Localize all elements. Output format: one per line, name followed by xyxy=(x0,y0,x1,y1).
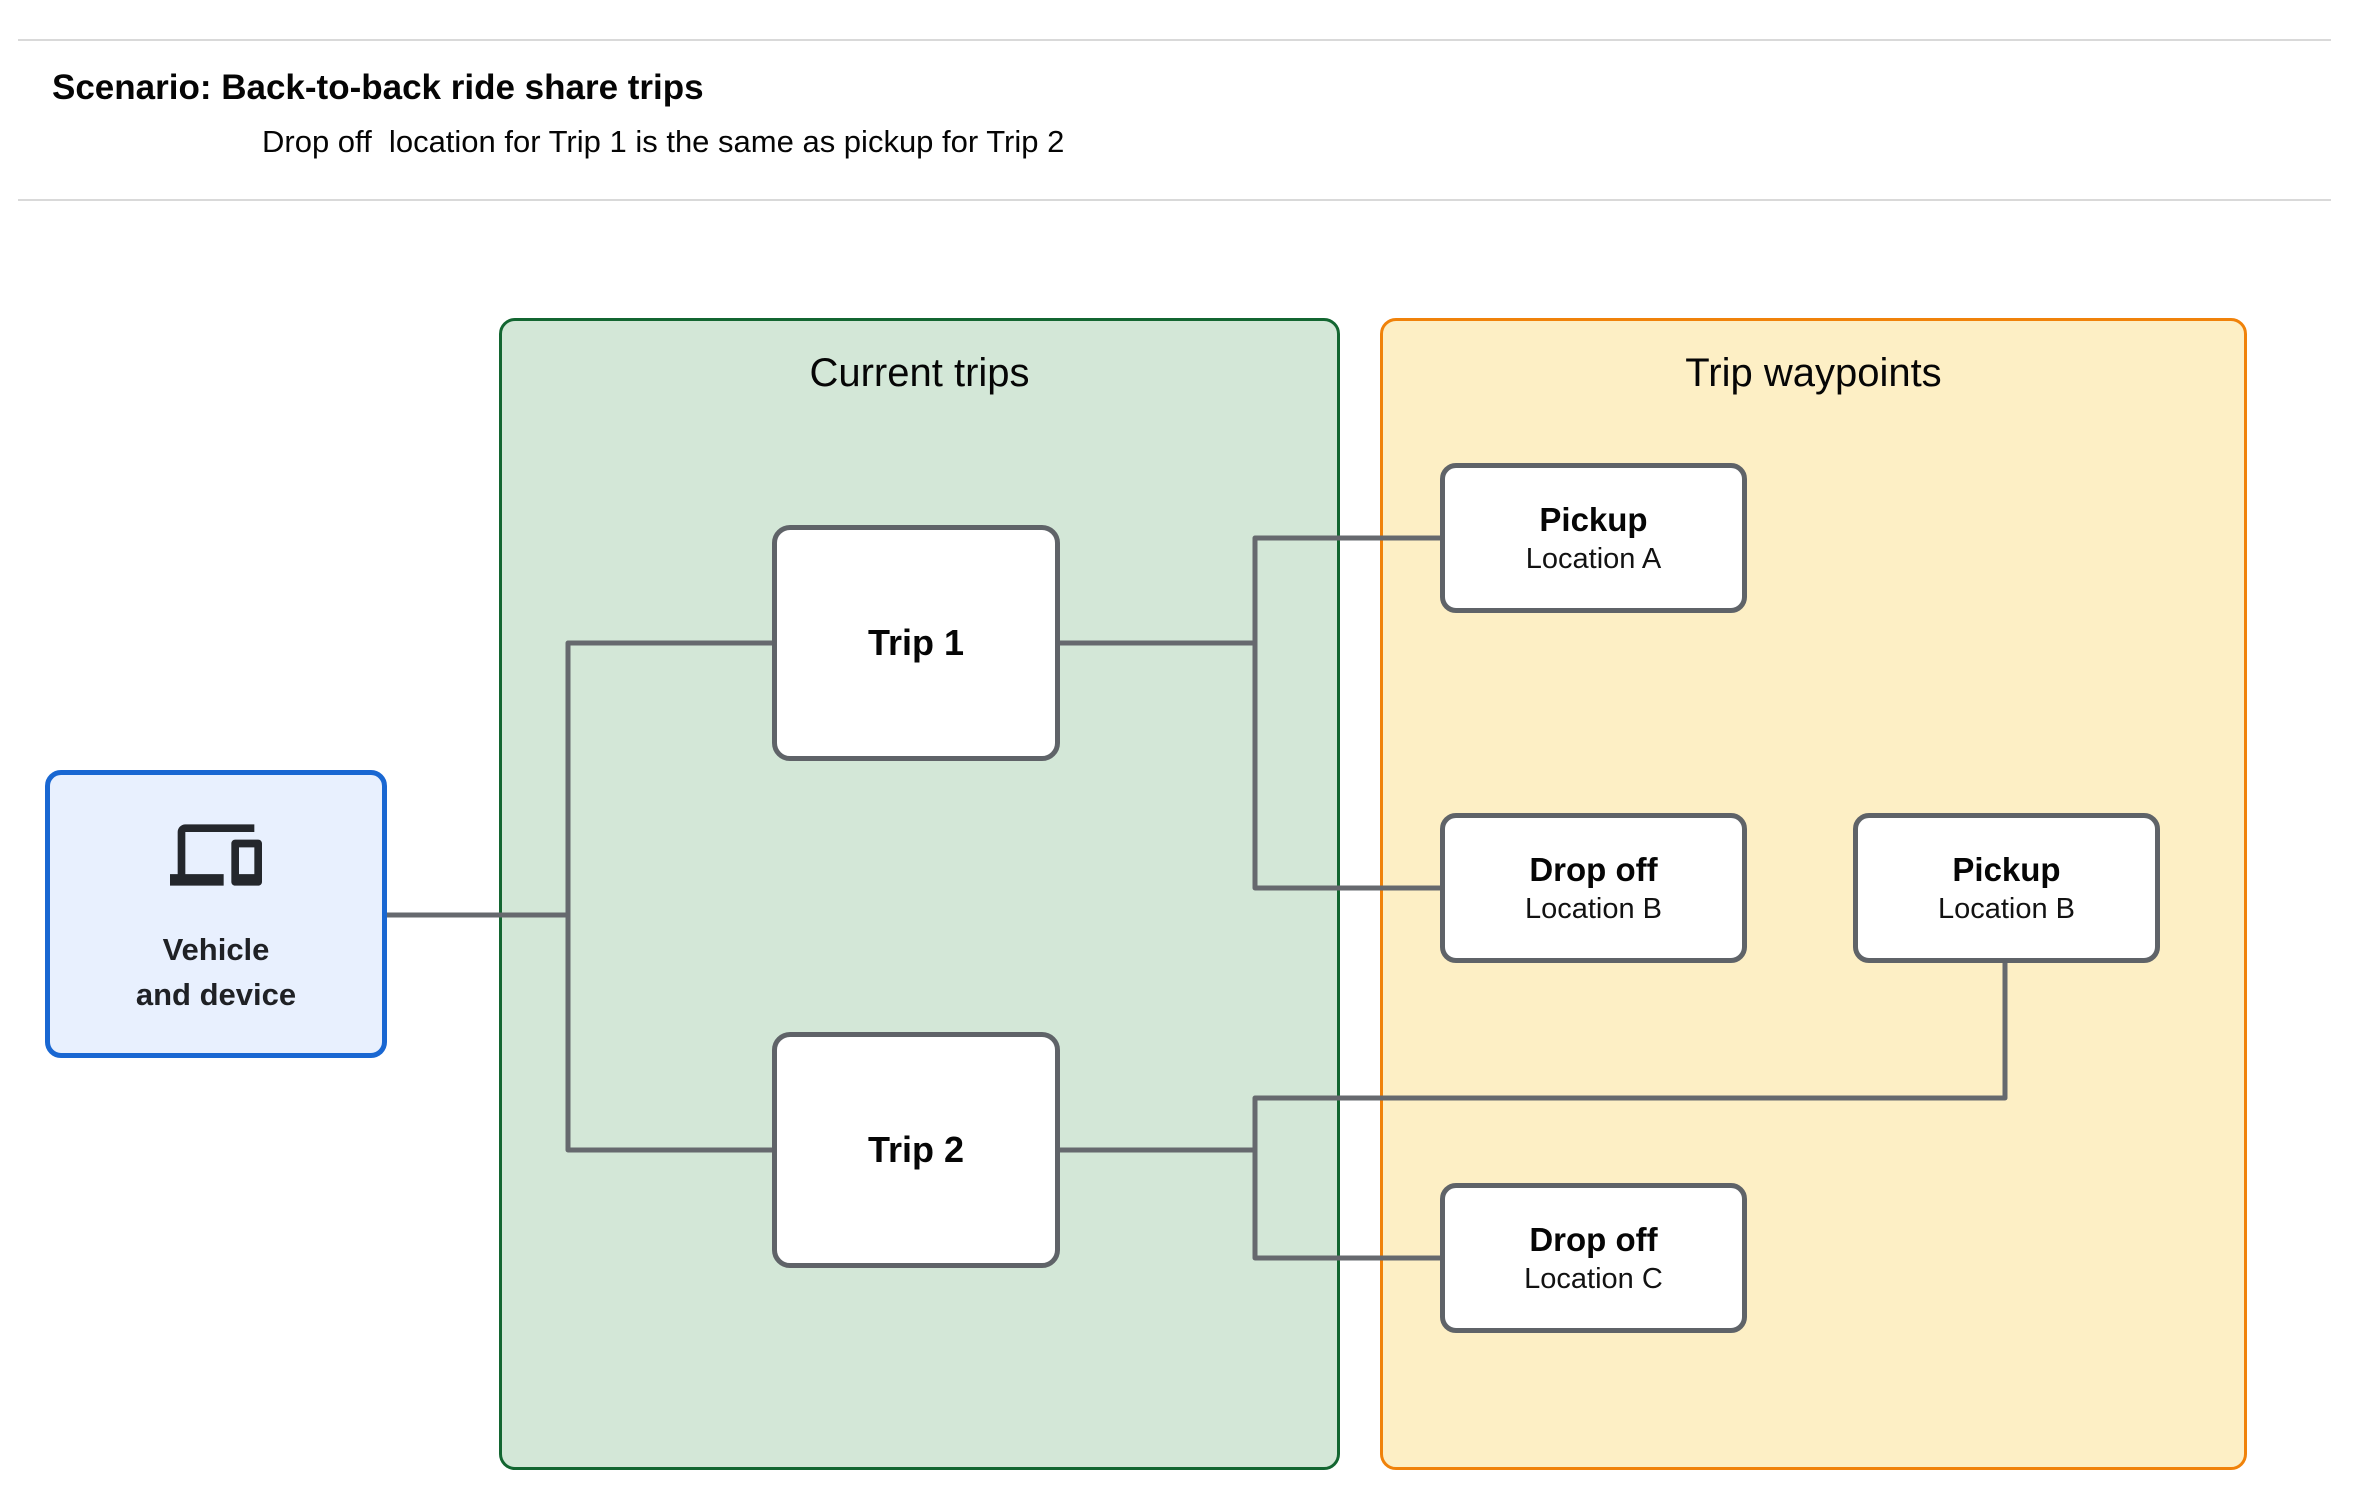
vehicle-node: Vehicle and device xyxy=(45,770,387,1058)
trip1-label: Trip 1 xyxy=(867,622,965,663)
waypoint-pickup-a-title: Pickup xyxy=(1539,501,1648,538)
trip2-node: Trip 2 xyxy=(772,1032,1060,1268)
waypoint-pickup-a: Pickup Location A xyxy=(1440,463,1747,613)
connector-vehicle-to-trips-branch xyxy=(565,640,772,1153)
waypoint-dropoff-b-subtitle: Location B xyxy=(1524,893,1663,925)
scenario-title: Scenario: Back-to-back ride share trips xyxy=(52,68,704,107)
waypoint-dropoff-b-title: Drop off xyxy=(1529,851,1658,888)
top-divider xyxy=(18,39,2331,41)
vehicle-label: Vehicle and device xyxy=(136,927,296,1017)
trip-waypoints-title: Trip waypoints xyxy=(1685,351,1942,395)
waypoint-dropoff-c-title: Drop off xyxy=(1529,1221,1658,1258)
waypoint-pickup-b-subtitle: Location B xyxy=(1937,893,2076,925)
connector-pickupb-to-dropoffc xyxy=(1252,963,2008,1261)
trip2-label: Trip 2 xyxy=(867,1129,965,1170)
waypoint-dropoff-c-subtitle: Location C xyxy=(1524,1263,1663,1295)
vehicle-label-line1: Vehicle xyxy=(162,932,270,967)
waypoint-pickup-a-subtitle: Location A xyxy=(1525,543,1662,575)
current-trips-title: Current trips xyxy=(809,351,1030,395)
waypoint-pickup-b: Pickup Location B xyxy=(1853,813,2160,963)
waypoint-dropoff-b: Drop off Location B xyxy=(1440,813,1747,963)
trip1-node: Trip 1 xyxy=(772,525,1060,761)
scenario-subtitle: Drop off location for Trip 1 is the same… xyxy=(262,124,1065,159)
waypoint-pickup-b-title: Pickup xyxy=(1952,851,2061,888)
header-divider xyxy=(18,199,2331,201)
vehicle-label-line2: and device xyxy=(135,977,297,1012)
current-trips-panel: Current trips xyxy=(499,318,1340,1470)
devices-icon xyxy=(170,809,262,901)
connector-trip1-to-waypoints-branch xyxy=(1252,535,1440,891)
waypoint-dropoff-c: Drop off Location C xyxy=(1440,1183,1747,1333)
